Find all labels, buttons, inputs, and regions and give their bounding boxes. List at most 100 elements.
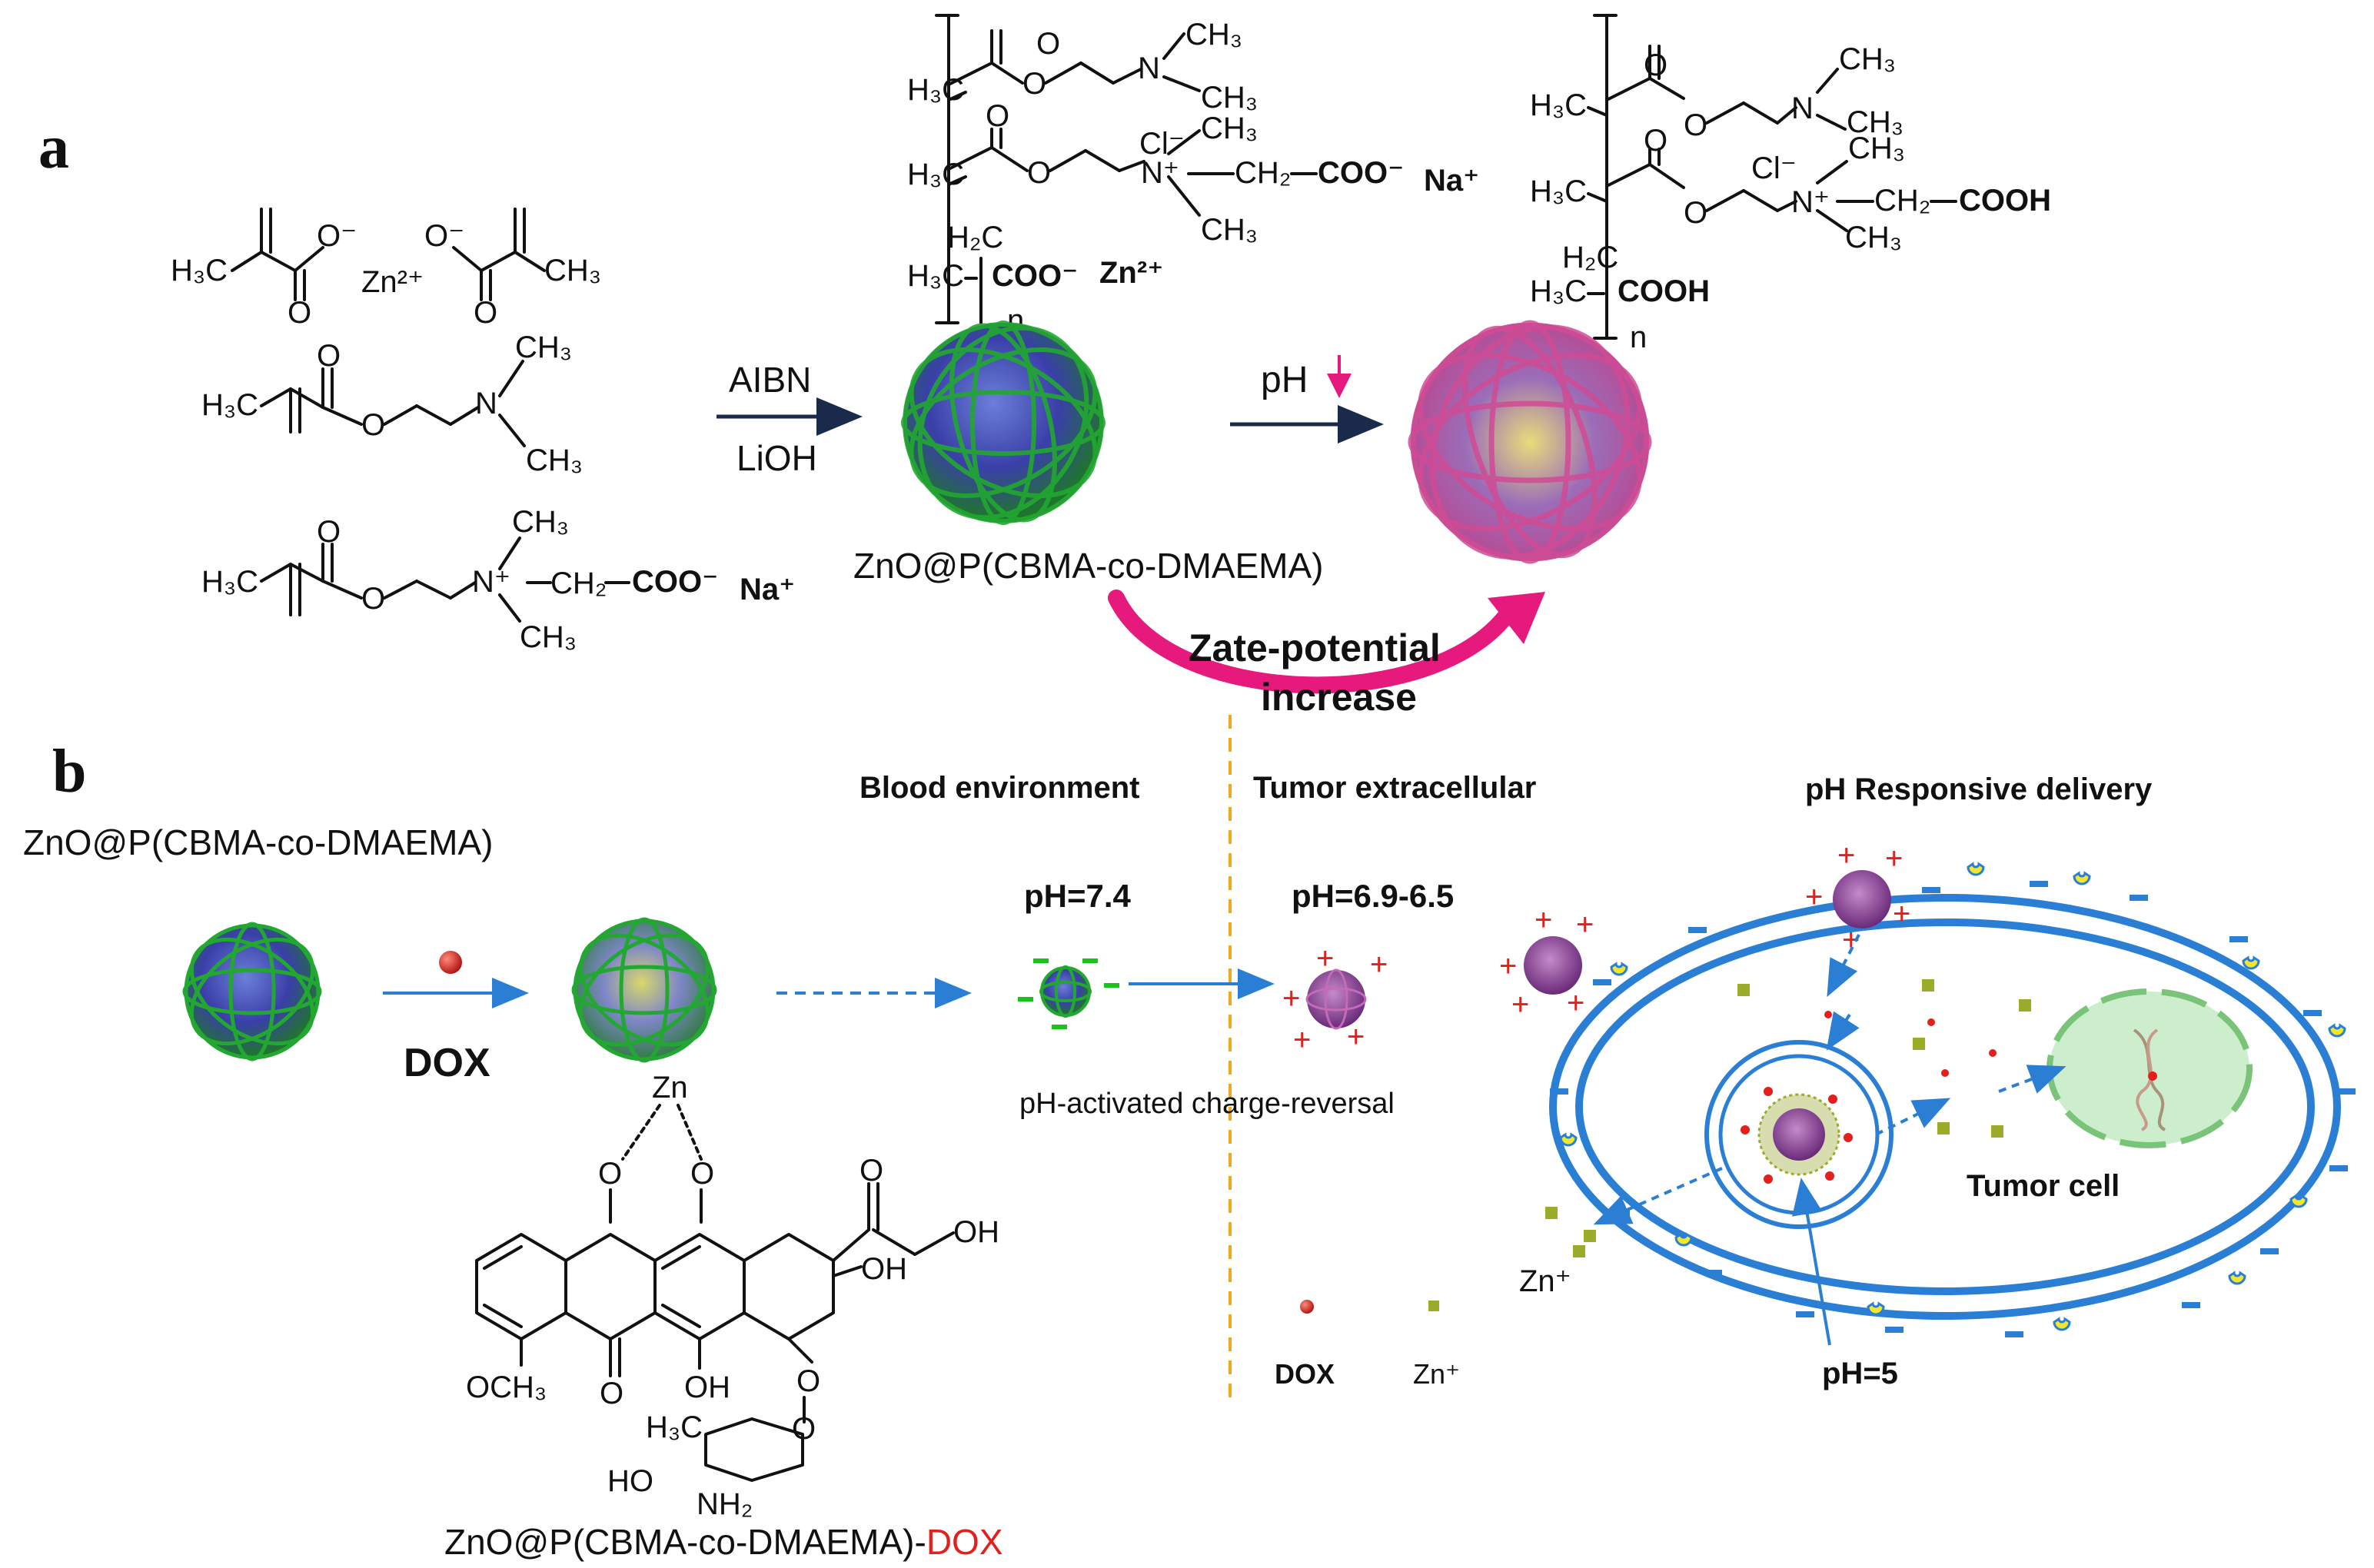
svg-text:COO⁻: COO⁻ (632, 565, 718, 599)
svg-text:O: O (1644, 48, 1667, 82)
polymerization-arrow: AIBN LiOH (717, 360, 863, 478)
svg-text:Zn²⁺: Zn²⁺ (361, 265, 424, 299)
svg-text:H₃C: H₃C (1530, 88, 1587, 122)
particle-label-b-top: ZnO@P(CBMA-co-DMAEMA) (23, 822, 494, 862)
svg-text:COO⁻: COO⁻ (992, 259, 1078, 293)
svg-text:H₃C: H₃C (907, 158, 964, 191)
svg-text:O: O (796, 1364, 820, 1398)
nanoparticle-green-loaded (571, 917, 717, 1063)
svg-text:+: + (1316, 942, 1334, 975)
dox-loading-arrow: DOX (383, 951, 529, 1085)
svg-text:Zate-potential: Zate-potential (1189, 626, 1441, 669)
svg-text:LiOH: LiOH (736, 438, 817, 478)
legend-zn-label: Zn⁺ (1413, 1358, 1460, 1390)
svg-text:+: + (1805, 880, 1823, 914)
svg-text:Zn: Zn (652, 1071, 688, 1105)
svg-text:OH: OH (953, 1215, 999, 1249)
svg-text:N: N (475, 387, 497, 420)
svg-text:CH₃: CH₃ (1845, 221, 1902, 254)
svg-text:COO⁻: COO⁻ (1318, 156, 1404, 190)
svg-text:increase: increase (1261, 676, 1417, 719)
legend: DOX Zn⁺ (1275, 1300, 1460, 1390)
dox-structure: Zn O O O OH OCH₃ O OH OH O (466, 1071, 999, 1521)
monomer-dmaema: H₃C O O N CH₃ CH₃ (201, 331, 583, 477)
particle-label-b-bottom-main: ZnO@P(CBMA-co-DMAEMA)- (444, 1522, 926, 1562)
svg-text:H₃C: H₃C (1530, 174, 1587, 208)
svg-text:n: n (1630, 321, 1647, 354)
svg-text:OCH₃: OCH₃ (466, 1370, 547, 1404)
polymer-structure-cooh: H₃C O O N CH₃ CH₃ H₃C O O N⁺ Cl⁻ CH₃ CH₃… (1530, 14, 2051, 354)
nanoparticle-green-large (901, 321, 1106, 525)
svg-text:H₃C: H₃C (907, 259, 964, 293)
svg-text:O: O (1027, 156, 1051, 190)
svg-text:CH₃: CH₃ (1847, 105, 1904, 139)
svg-text:O⁻: O⁻ (424, 219, 464, 253)
svg-text:O: O (986, 99, 1009, 133)
svg-text:+: + (1567, 986, 1584, 1020)
svg-text:N⁺: N⁺ (472, 565, 510, 599)
svg-text:N: N (1791, 91, 1814, 125)
svg-text:OH: OH (684, 1370, 730, 1404)
svg-text:O: O (600, 1377, 623, 1410)
zeta-potential-arrow: Zate-potential increase (1108, 590, 1545, 719)
svg-text:+: + (1837, 839, 1855, 872)
svg-text:N: N (1138, 51, 1160, 85)
svg-text:H₃C: H₃C (1530, 274, 1587, 308)
svg-text:CH₃: CH₃ (526, 443, 583, 477)
svg-text:H₃C: H₃C (171, 254, 228, 287)
svg-text:CH₂: CH₂ (1874, 184, 1930, 218)
monomer-zinc-methacrylate: H₃C O⁻ O Zn²⁺ O⁻ O CH₃ (171, 208, 601, 330)
legend-dox-label: DOX (1275, 1358, 1335, 1390)
svg-text:O: O (792, 1412, 816, 1446)
polymer-structure-zn: H₃C O O N CH₃ CH₃ H₃C O O N⁺ Cl⁻ CH₃ CH₃… (907, 14, 1479, 337)
svg-text:H₃C: H₃C (201, 565, 258, 599)
svg-text:O: O (859, 1154, 883, 1188)
svg-text:HO: HO (607, 1464, 653, 1498)
svg-text:H₃C: H₃C (646, 1410, 703, 1444)
panel-letter-b: b (52, 738, 87, 806)
particle-label-b-bottom-dox: DOX (926, 1522, 1003, 1562)
svg-text:O: O (598, 1157, 622, 1191)
zn-ion-label: Zn⁺ (1519, 1264, 1571, 1298)
svg-text:O: O (1022, 67, 1046, 101)
svg-text:NH₂: NH₂ (697, 1487, 753, 1521)
nanoparticle-pink-large (1408, 320, 1652, 564)
svg-text:Cl⁻: Cl⁻ (1751, 151, 1797, 185)
svg-text:CH₃: CH₃ (515, 331, 572, 364)
svg-text:+: + (1893, 897, 1910, 931)
svg-text:CH₃: CH₃ (1201, 81, 1258, 115)
svg-text:CH₃: CH₃ (1185, 18, 1242, 51)
svg-text:O: O (317, 515, 341, 549)
svg-text:H₃C: H₃C (201, 388, 258, 422)
svg-text:+: + (1370, 948, 1388, 982)
charge-reversal-label: pH-activated charge-reversal (1019, 1088, 1395, 1120)
svg-text:+: + (1885, 842, 1903, 875)
nanoparticle-green-b1 (182, 922, 322, 1061)
svg-text:H₂C: H₂C (1562, 241, 1618, 274)
svg-text:O: O (1684, 108, 1707, 142)
nanoparticle-positive-1: ++ ++ + (1499, 903, 1594, 1022)
svg-text:+: + (1511, 988, 1529, 1022)
nanoparticle-tumor: + + + + + (1282, 942, 1388, 1057)
svg-text:O: O (361, 408, 385, 442)
svg-text:+: + (1347, 1020, 1365, 1054)
nanoparticle-positive-2: ++ ++ + (1805, 839, 1910, 998)
svg-text:+: + (1293, 1023, 1311, 1057)
particle-label-b-bottom: ZnO@P(CBMA-co-DMAEMA)-DOX (444, 1522, 1003, 1562)
svg-text:H₃C: H₃C (907, 73, 964, 107)
svg-text:H₂C: H₂C (947, 221, 1003, 254)
svg-text:O: O (474, 296, 497, 330)
header-ph-responsive-delivery: pH Responsive delivery (1805, 772, 2153, 806)
svg-text:+: + (1576, 908, 1594, 942)
svg-text:O: O (361, 582, 385, 616)
svg-text:O⁻: O⁻ (317, 219, 357, 253)
svg-text:O: O (288, 296, 311, 330)
panel-letter-a: a (38, 114, 69, 181)
svg-text:+: + (1534, 903, 1552, 937)
svg-text:CH₃: CH₃ (1839, 42, 1896, 76)
nanoparticle-blood (1018, 958, 1119, 1029)
monomer-cbma: H₃C O O N⁺ CH₃ CH₃ CH₂ COO⁻ Na⁺ (201, 505, 795, 654)
ph-trigger-arrow: pH (1230, 355, 1384, 443)
ph-tumor: pH=6.9-6.5 (1292, 878, 1454, 914)
